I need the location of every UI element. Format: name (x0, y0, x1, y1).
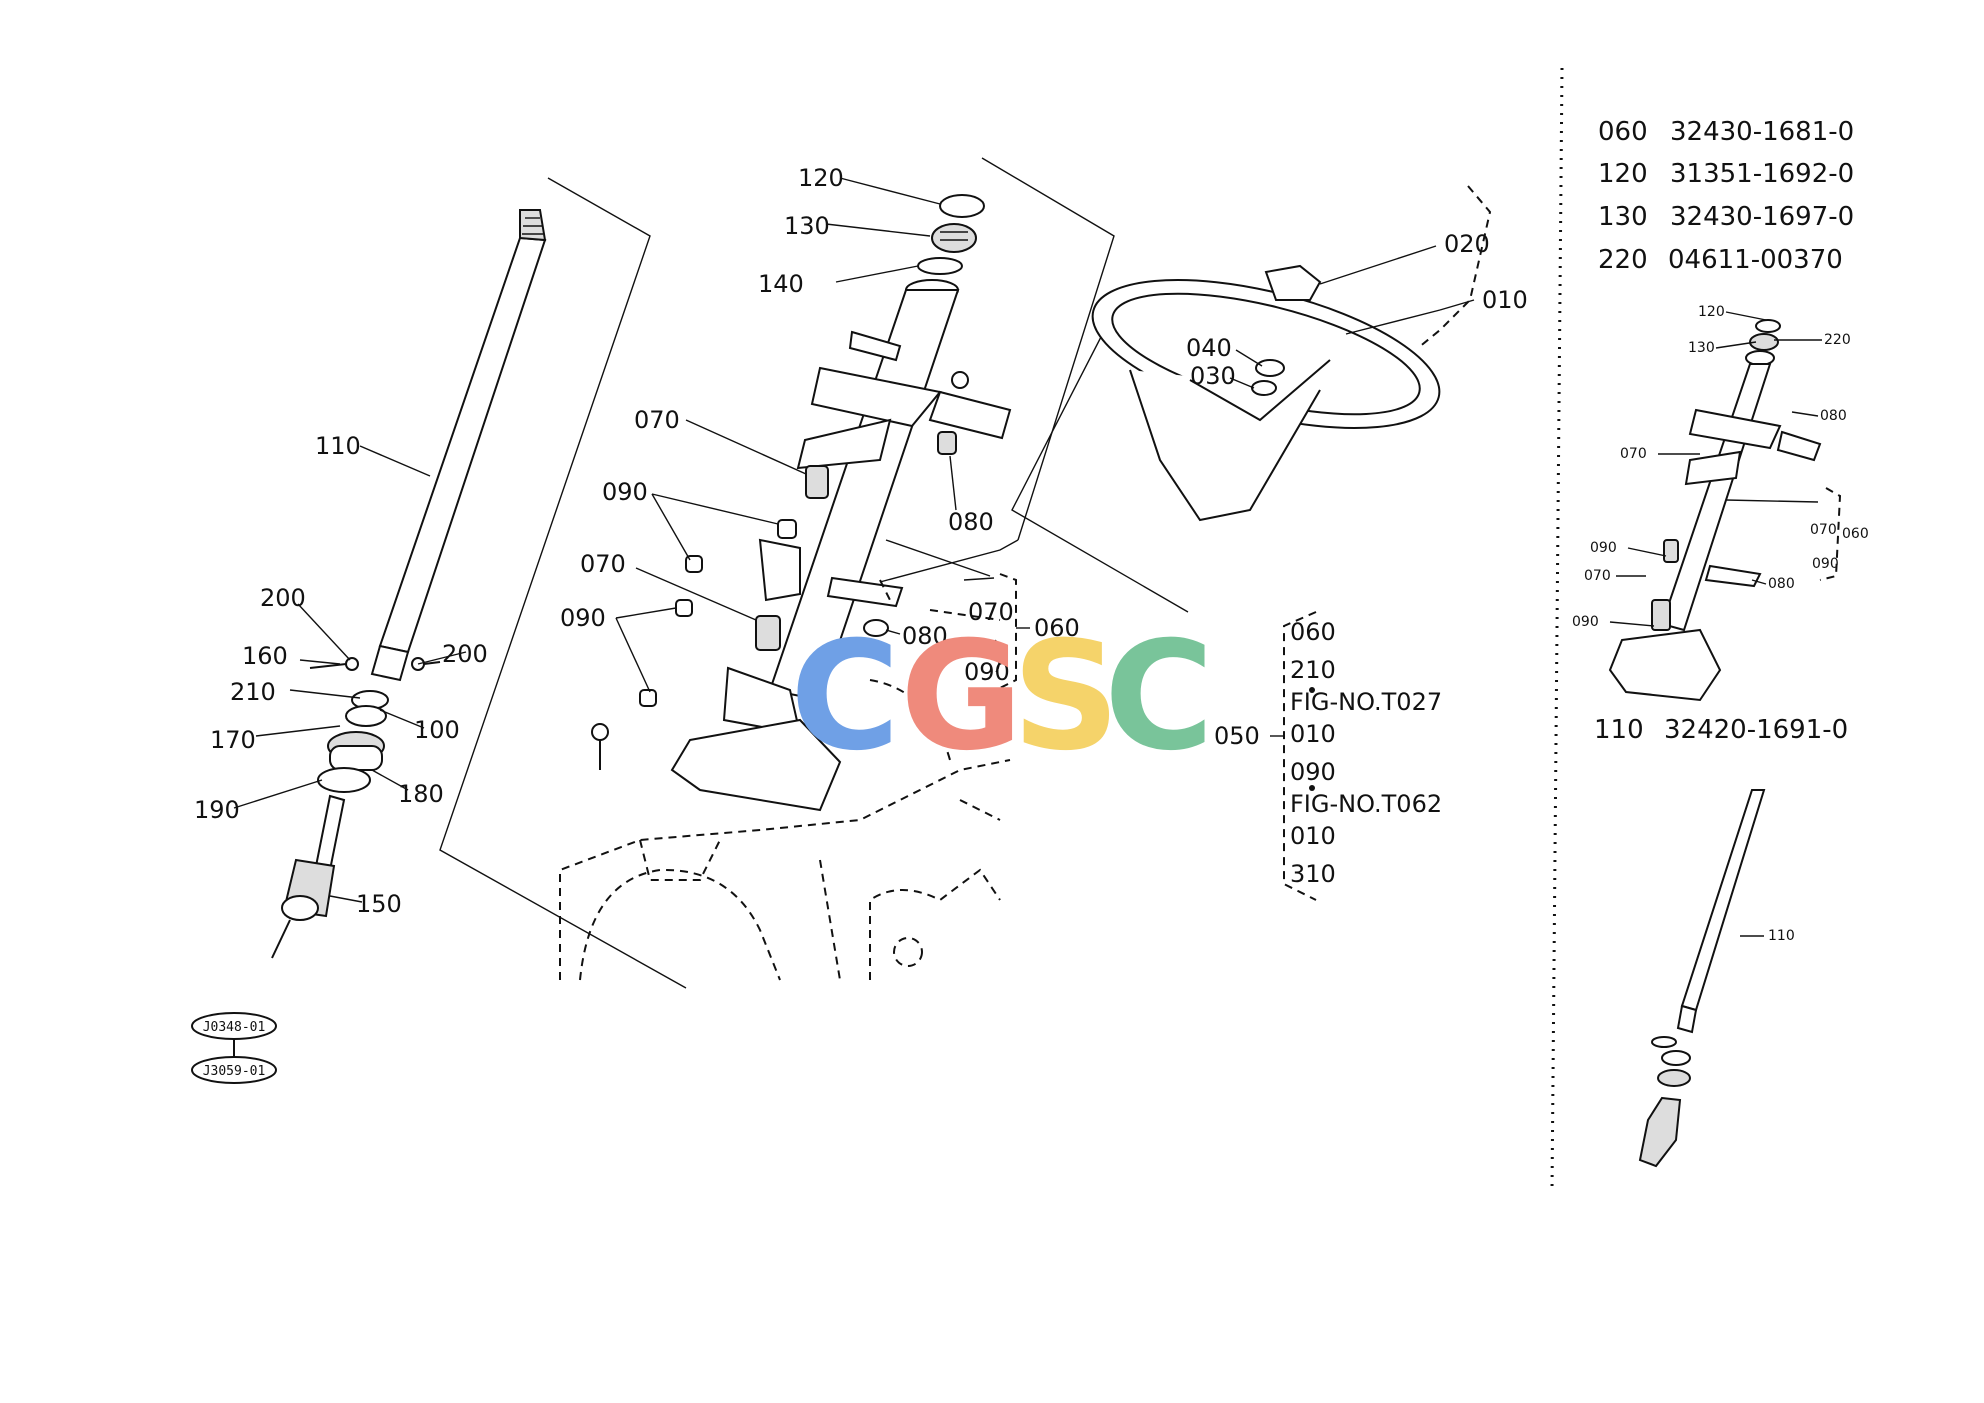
watermark-letter-2: G (900, 610, 1023, 784)
callout-140: 140 (758, 270, 804, 298)
group-050-item-2: 210 (1290, 656, 1336, 684)
inset-callout-070-group: 070 (1810, 522, 1837, 538)
callout-130: 130 (784, 212, 830, 240)
callout-190: 190 (194, 796, 240, 824)
table-part-1: 32430-1681-0 (1670, 117, 1854, 147)
watermark-letter-3: S (1012, 610, 1120, 784)
group-050: 050 060 210 FIG-NO.T027 010 090 FIG-NO.T… (1214, 611, 1442, 901)
callout-180: 180 (398, 780, 444, 808)
watermark-logo: C G S C (790, 610, 1214, 784)
parts-number-table: 060 32430-1681-0 120 31351-1692-0 130 32… (1594, 117, 1854, 745)
table-part-4: 04611-00370 (1668, 245, 1843, 275)
callout-210: 210 (230, 678, 276, 706)
watermark-letter-1: C (790, 610, 900, 784)
callout-070-group: 070 (968, 598, 1014, 626)
group-050-item-6: FIG-NO.T062 (1290, 790, 1442, 818)
steering-column-assembly (559, 157, 1115, 981)
callout-080-upper: 080 (948, 508, 994, 536)
inset-callout-070-lower: 070 (1584, 568, 1611, 584)
callout-010: 010 (1482, 286, 1528, 314)
inset-callout-220: 220 (1824, 332, 1851, 348)
callout-040: 040 (1186, 334, 1232, 362)
table-ref-1: 060 (1598, 117, 1648, 147)
callout-090-group: 090 (964, 658, 1010, 686)
callout-050: 050 (1214, 722, 1260, 750)
table-ref-bottom: 110 (1594, 715, 1644, 745)
group-050-item-3: FIG-NO.T027 (1290, 688, 1442, 716)
callout-170: 170 (210, 726, 256, 754)
inset-callout-090-lower: 090 (1572, 614, 1599, 630)
inset-callout-120: 120 (1698, 304, 1725, 320)
callout-070-upper: 070 (634, 406, 680, 434)
steering-shaft-assembly (233, 177, 687, 989)
callout-150: 150 (356, 890, 402, 918)
callout-060: 060 (1034, 614, 1080, 642)
inset-callout-080-upper: 080 (1820, 408, 1847, 424)
steering-wheel-assembly (1011, 185, 1492, 613)
callout-080-lower: 080 (902, 622, 948, 650)
callout-200-right: 200 (442, 640, 488, 668)
inset-callout-080-lower: 080 (1768, 576, 1795, 592)
table-part-2: 31351-1692-0 (1670, 159, 1854, 189)
reference-code-1: J0348-01 (203, 1020, 266, 1035)
callout-020: 020 (1444, 230, 1490, 258)
inset-callout-090-mid: 090 (1590, 540, 1617, 556)
reference-code-2: J3059-01 (203, 1064, 266, 1079)
callout-110: 110 (315, 432, 361, 460)
callout-120: 120 (798, 164, 844, 192)
callout-030: 030 (1190, 362, 1236, 390)
inset-column-drawing (1608, 311, 1842, 1168)
group-050-item-5: 090 (1290, 758, 1336, 786)
callout-090-lower: 090 (560, 604, 606, 632)
table-part-3: 32430-1697-0 (1670, 202, 1854, 232)
callout-160: 160 (242, 642, 288, 670)
group-050-item-7: 010 (1290, 822, 1336, 850)
inset-callout-130: 130 (1688, 340, 1715, 356)
inset-callout-110: 110 (1768, 928, 1795, 944)
callout-100: 100 (414, 716, 460, 744)
table-ref-2: 120 (1598, 159, 1648, 189)
group-050-item-4: 010 (1290, 720, 1336, 748)
inset-callout-090-group: 090 (1812, 556, 1839, 572)
table-ref-3: 130 (1598, 202, 1648, 232)
watermark-letter-4: C (1104, 610, 1214, 784)
callout-070-mid: 070 (580, 550, 626, 578)
table-part-bottom: 32420-1691-0 (1664, 715, 1848, 745)
table-ref-4: 220 (1598, 245, 1648, 275)
group-050-item-8: 310 (1290, 860, 1336, 888)
reference-code-tags: J0348-01 J3059-01 (191, 1012, 277, 1084)
group-050-item-1: 060 (1290, 618, 1336, 646)
panel-divider (1550, 67, 1564, 1191)
inset-callout-070-upper: 070 (1620, 446, 1647, 462)
callout-090-upper: 090 (602, 478, 648, 506)
inset-callout-060: 060 (1842, 526, 1869, 542)
callout-200-upper: 200 (260, 584, 306, 612)
